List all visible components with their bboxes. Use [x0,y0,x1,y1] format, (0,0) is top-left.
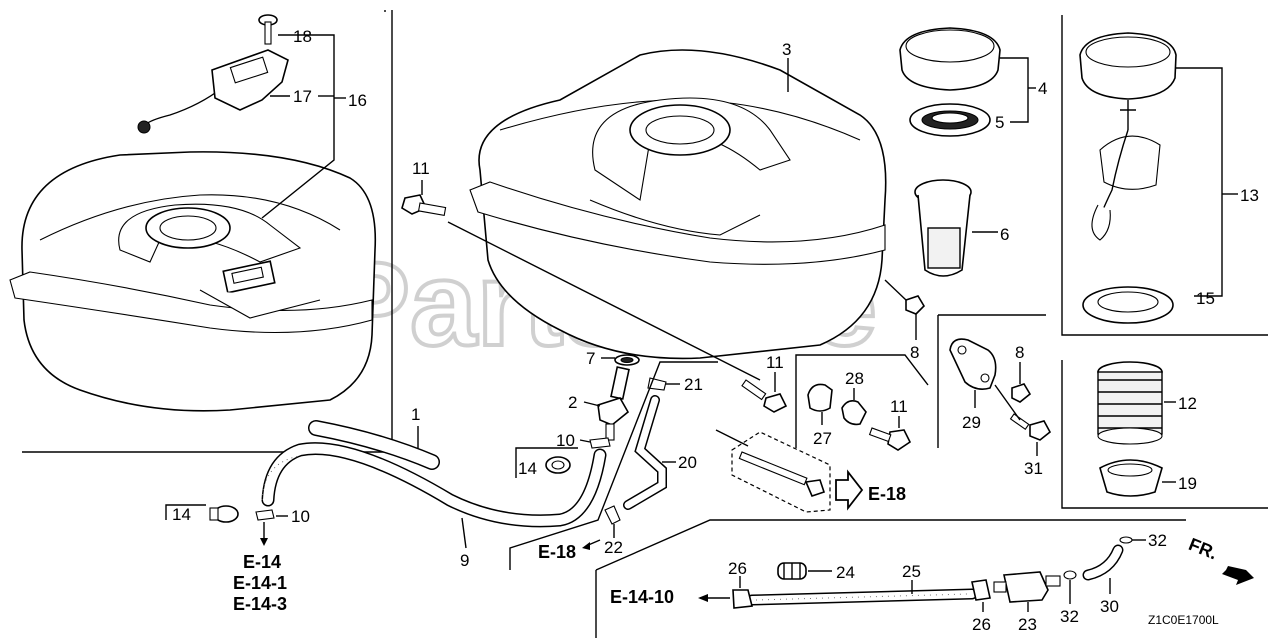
main-tank-group: 3 [469,40,887,360]
callout-9: 9 [460,551,469,570]
fuel-filter-24[interactable] [777,562,807,580]
clip-22[interactable] [604,505,621,525]
cap-gasket-15[interactable] [1082,286,1174,324]
callout-14-left: 14 [172,505,191,524]
hose-9[interactable] [261,442,607,528]
fuel-cap[interactable] [899,27,1001,91]
callout-27: 27 [813,429,832,448]
clamp-14-left[interactable] [209,505,239,523]
bolt-31[interactable] [1009,413,1052,441]
callout-32-top: 32 [1148,531,1167,550]
callout-11-middle: 11 [766,353,784,372]
clip-32-bottom[interactable] [1063,570,1077,580]
callout-6: 6 [1000,225,1009,244]
callout-3: 3 [782,40,791,59]
fuel-strainer[interactable] [914,179,972,277]
callout-2: 2 [568,393,577,412]
callout-23: 23 [1018,615,1037,634]
callout-16: 16 [348,91,367,110]
ring-19[interactable] [1099,459,1163,497]
callout-24: 24 [836,563,855,582]
callout-26-left: 26 [728,559,747,578]
ref-arrow-e18-right [835,469,864,511]
callout-8-top: 8 [910,343,919,362]
cap-seal[interactable] [909,103,991,137]
clamp-26-left[interactable] [732,589,753,609]
diagram-code: Z1C0E1700L [1148,613,1219,627]
callout-31: 31 [1024,459,1043,478]
callout-5: 5 [995,113,1004,132]
left-panel: 18 17 16 [9,10,393,453]
ref-e14-10[interactable]: E-14-10 [610,587,674,607]
stud-bolt[interactable] [738,451,826,497]
hose-20[interactable] [623,395,667,510]
callout-20: 20 [678,453,697,472]
bracket-29[interactable] [949,338,997,390]
callout-25: 25 [902,562,921,581]
clamp-14-box[interactable] [545,456,571,474]
ref-e14-1[interactable]: E-14-1 [233,573,287,593]
callout-1: 1 [411,405,420,424]
callout-19: 19 [1178,474,1197,493]
callout-13: 13 [1240,186,1259,205]
callout-32-bottom: 32 [1060,607,1079,626]
fuel-valve[interactable] [597,366,630,441]
callout-8-bracket: 8 [1015,343,1024,362]
callout-12: 12 [1178,394,1197,413]
callout-30: 30 [1100,597,1119,616]
fuel-line-25[interactable] [746,588,978,606]
ref-e18-right[interactable]: E-18 [868,484,906,504]
callout-17: 17 [293,87,312,106]
callout-28: 28 [845,369,864,388]
clip-10-valve[interactable] [589,437,611,449]
bolt-11-top[interactable] [401,194,447,217]
bolt-11-middle[interactable] [741,379,788,413]
callout-18: 18 [293,27,312,46]
nut-8-bracket[interactable] [1011,383,1032,403]
front-direction-arrow [1222,566,1254,585]
bolt-11-right[interactable] [868,427,912,451]
callout-22: 22 [604,538,623,557]
callout-15: 15 [1196,289,1215,308]
fuel-gauge[interactable] [211,49,289,111]
callout-29: 29 [962,413,981,432]
callout-10-valve: 10 [556,431,575,450]
callout-10-left: 10 [291,507,310,526]
washer-7[interactable] [614,354,640,366]
clip-10-left[interactable] [255,509,275,521]
ref-e14[interactable]: E-14 [243,552,281,572]
clip-28[interactable] [841,400,867,426]
hose-30[interactable] [1082,544,1124,581]
nut-8-top[interactable] [905,295,926,315]
callout-11-top: 11 [412,159,430,178]
callout-11-right: 11 [890,397,908,416]
callout-7: 7 [586,349,595,368]
callout-14-box: 14 [518,459,537,478]
ref-e14-3[interactable]: E-14-3 [233,594,287,614]
strainer-12[interactable] [1097,361,1163,445]
callout-21: 21 [684,375,703,394]
cushion-27[interactable] [807,383,833,412]
fuel-cap-alt[interactable] [1079,32,1177,241]
hose-1[interactable] [308,420,440,470]
callout-4: 4 [1038,79,1047,98]
screw-18[interactable] [258,14,278,45]
callout-26-right: 26 [972,615,991,634]
clamp-26-right[interactable] [971,579,991,601]
ref-e18-left[interactable]: E-18 [538,542,576,562]
front-direction-label: FR. [1186,534,1220,563]
clip-32-top[interactable] [1119,536,1133,544]
inline-filter-23[interactable] [993,571,1061,603]
